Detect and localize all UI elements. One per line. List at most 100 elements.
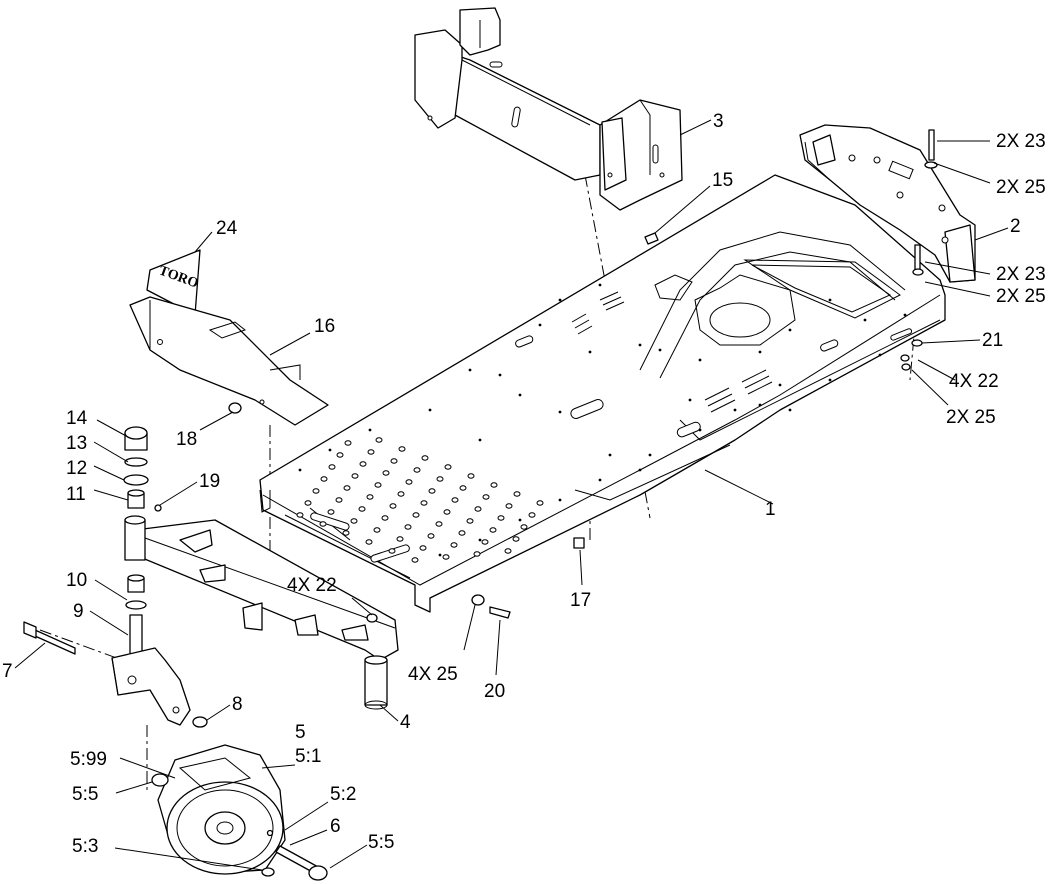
frame-hole <box>828 378 832 382</box>
floor-hole <box>490 482 498 488</box>
callout-2x25-rear: 2X 25 <box>946 407 996 428</box>
floor-hole <box>474 506 482 512</box>
toro-decal: TORO <box>146 249 201 316</box>
callout-4: 4 <box>400 712 411 733</box>
floor-hole <box>451 497 459 503</box>
floor-hole <box>382 470 390 476</box>
floor-hole <box>505 503 513 509</box>
frame-hole <box>298 468 302 472</box>
floor-hole <box>428 488 436 494</box>
frame-hole <box>468 368 472 372</box>
callout-21: 21 <box>982 330 1003 351</box>
frame-hole <box>558 498 562 502</box>
frame-louvers <box>571 291 773 413</box>
caster-wheel <box>151 744 286 875</box>
callout-18: 18 <box>176 429 197 450</box>
callout-4x25: 4X 25 <box>408 664 458 685</box>
callout-5: 5 <box>295 722 306 743</box>
callout-1: 1 <box>765 499 776 520</box>
callout-10: 10 <box>66 570 87 591</box>
callout-11: 11 <box>66 484 86 505</box>
callout-15: 15 <box>712 170 733 191</box>
caster-nut <box>192 716 208 728</box>
floor-hole <box>358 506 366 512</box>
floor-hole <box>489 527 497 533</box>
small-hardware <box>228 129 938 623</box>
floor-hole <box>336 452 344 458</box>
floor-hole <box>320 476 328 482</box>
callout-17: 17 <box>570 590 591 611</box>
callout-16: 16 <box>314 316 335 337</box>
rear-bumper-crossmember <box>799 124 976 283</box>
wheel-tread-decal <box>178 757 252 791</box>
floor-hole <box>420 500 428 506</box>
callout-13: 13 <box>66 433 87 454</box>
callout-2x25-top: 2X 25 <box>996 177 1046 198</box>
floor-hole <box>412 512 420 518</box>
floor-perforations <box>296 437 544 563</box>
floor-hole <box>482 494 490 500</box>
floor-hole <box>342 530 350 536</box>
callout-5-2: 5:2 <box>330 784 356 805</box>
callout-24: 24 <box>216 218 238 239</box>
frame-hole <box>788 328 792 332</box>
frame-hole <box>658 348 662 352</box>
floor-hole <box>435 521 443 527</box>
floor-hole <box>381 515 389 521</box>
floor-hole <box>421 455 429 461</box>
callout-2: 2 <box>1010 216 1021 237</box>
floor-hole <box>528 512 536 518</box>
floor-hole <box>459 485 467 491</box>
callout-2x23-lower: 2X 23 <box>996 264 1046 285</box>
floor-hole <box>442 554 450 560</box>
frame-hole <box>368 428 372 432</box>
floor-hole <box>520 524 528 530</box>
frame-hole <box>878 353 882 357</box>
floor-hole <box>436 476 444 482</box>
floor-hole <box>367 449 375 455</box>
floor-hole <box>398 446 406 452</box>
frame-hole <box>648 453 652 457</box>
frame-hole <box>328 448 332 452</box>
floor-hole <box>375 437 383 443</box>
floor-hole <box>405 479 413 485</box>
floor-hole <box>359 461 367 467</box>
frame-hole <box>608 453 612 457</box>
callout-12: 12 <box>66 458 87 479</box>
floor-hole <box>497 515 505 521</box>
frame-holes <box>298 283 907 557</box>
floor-hole <box>343 485 351 491</box>
callout-5-5-left: 5:5 <box>72 784 98 805</box>
frame-hole <box>598 478 602 482</box>
floor-hole <box>396 536 404 542</box>
callout-5-3: 5:3 <box>72 836 98 857</box>
frame-hole <box>778 383 782 387</box>
wheel-axle-pin <box>261 829 328 881</box>
frame-hole <box>758 403 762 407</box>
floor-hole <box>388 548 396 554</box>
main-frame <box>259 174 946 613</box>
floor-hole <box>397 491 405 497</box>
frame-hole <box>828 298 832 302</box>
floor-hole <box>481 539 489 545</box>
frame-hole <box>588 350 592 354</box>
floor-hole <box>458 530 466 536</box>
floor-hole <box>444 464 452 470</box>
frame-hole <box>518 518 522 522</box>
floor-hole <box>351 473 359 479</box>
floor-hole <box>513 491 521 497</box>
callout-6: 6 <box>330 816 341 837</box>
frame-hole <box>478 438 482 442</box>
floor-hole <box>443 509 451 515</box>
frame-hole <box>558 410 562 414</box>
frame-hole <box>733 408 737 412</box>
frame-hole <box>518 393 522 397</box>
frame-hole <box>538 323 542 327</box>
callout-9: 9 <box>73 601 84 622</box>
floor-hole <box>350 518 358 524</box>
floor-hole <box>427 533 435 539</box>
callout-7: 7 <box>2 661 13 682</box>
callout-2x25-lower: 2X 25 <box>996 286 1046 307</box>
